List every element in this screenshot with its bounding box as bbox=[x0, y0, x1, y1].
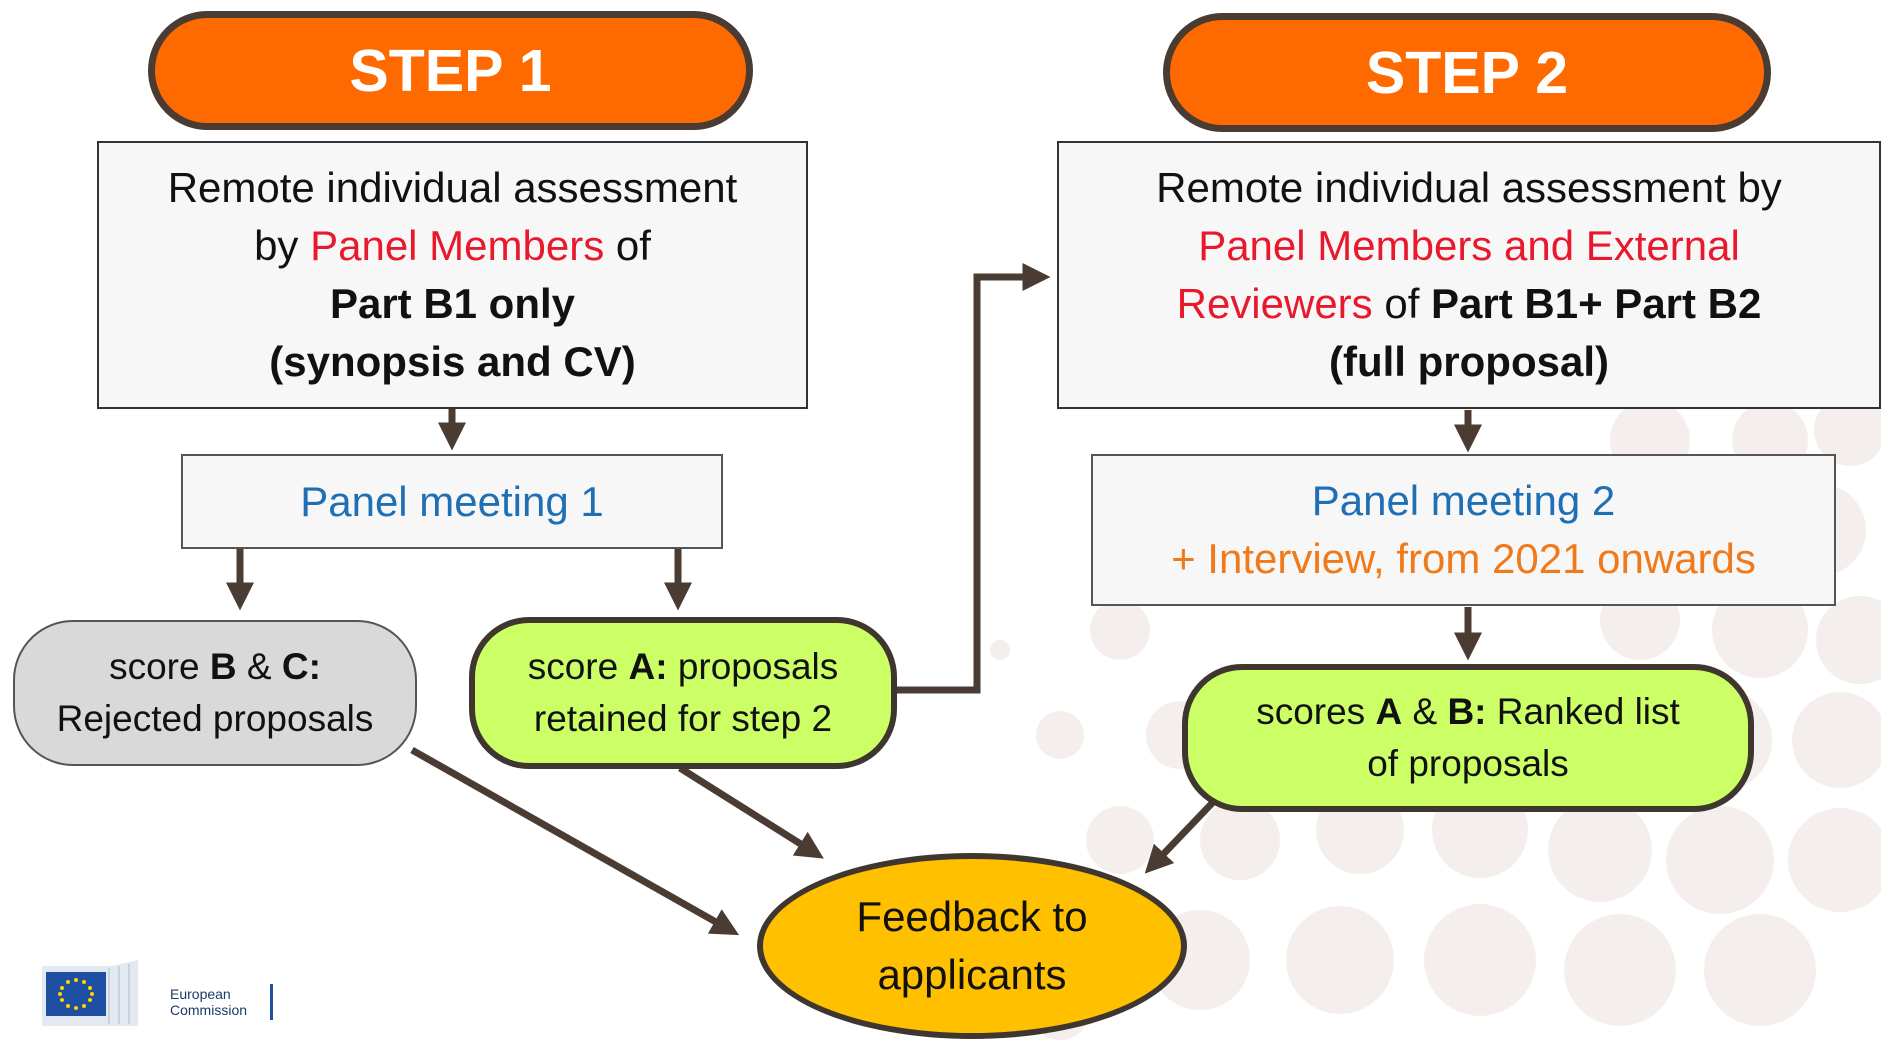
ranked-line1: scores A & B: Ranked list bbox=[1256, 691, 1680, 732]
panel-meeting-2-label: Panel meeting 2 bbox=[1311, 477, 1616, 524]
panel-meeting-2-note: + Interview, from 2021 onwards bbox=[1171, 535, 1756, 582]
assessment1-line4: (synopsis and CV) bbox=[269, 338, 636, 385]
logo-text-line2: Commission bbox=[170, 1002, 248, 1018]
step1-label: STEP 1 bbox=[349, 37, 552, 104]
eu-flag-icon bbox=[42, 960, 138, 1026]
panel-meeting-1-label: Panel meeting 1 bbox=[300, 477, 604, 525]
retained-line1: score A: proposals bbox=[527, 646, 839, 687]
ranked-line2: of proposals bbox=[1367, 743, 1569, 784]
feedback-line2: applicants bbox=[877, 951, 1067, 998]
step2-label: STEP 2 bbox=[1365, 39, 1569, 106]
step1-header: STEP 1 bbox=[148, 11, 753, 130]
assessment1-line2: by Panel Members of bbox=[254, 222, 651, 269]
arrow-retained-to-feedback bbox=[678, 765, 824, 859]
retained-line2: retained for step 2 bbox=[533, 698, 833, 739]
assessment1-line3: Part B1 only bbox=[329, 280, 576, 327]
assessment2-line2: Panel Members and External bbox=[1198, 222, 1740, 269]
retained-proposals-pill: score A: proposals retained for step 2 bbox=[469, 617, 897, 769]
feedback-to-applicants: Feedback to applicants bbox=[757, 853, 1187, 1039]
ranked-list-pill: scores A & B: Ranked list of proposals bbox=[1182, 664, 1754, 812]
arrow-ranked-to-feedback bbox=[1144, 794, 1221, 874]
logo-divider bbox=[270, 984, 273, 1020]
arrow-retained-to-step2 bbox=[896, 263, 1051, 694]
rejected-line1: score B & C: bbox=[109, 646, 321, 687]
rejected-line2: Rejected proposals bbox=[56, 698, 374, 739]
panel-meeting-1: Panel meeting 1 bbox=[181, 454, 723, 549]
assessment-box-step1: Remote individual assessment by Panel Me… bbox=[97, 141, 808, 409]
assessment1-line1: Remote individual assessment bbox=[167, 164, 738, 211]
assessment2-line1: Remote individual assessment by bbox=[1156, 164, 1782, 211]
rejected-proposals-pill: score B & C: Rejected proposals bbox=[13, 620, 417, 766]
logo-text-line1: European bbox=[170, 986, 231, 1002]
european-commission-logo: European Commission bbox=[42, 960, 282, 1026]
assessment2-line3: Reviewers of Part B1+ Part B2 bbox=[1176, 280, 1762, 327]
assessment2-line4: (full proposal) bbox=[1329, 338, 1609, 385]
arrow-rejected-to-feedback bbox=[410, 746, 740, 936]
panel-meeting-2: Panel meeting 2 + Interview, from 2021 o… bbox=[1091, 454, 1836, 606]
assessment-box-step2: Remote individual assessment by Panel Me… bbox=[1057, 141, 1881, 409]
feedback-line1: Feedback to bbox=[856, 893, 1088, 940]
step2-header: STEP 2 bbox=[1163, 13, 1771, 132]
